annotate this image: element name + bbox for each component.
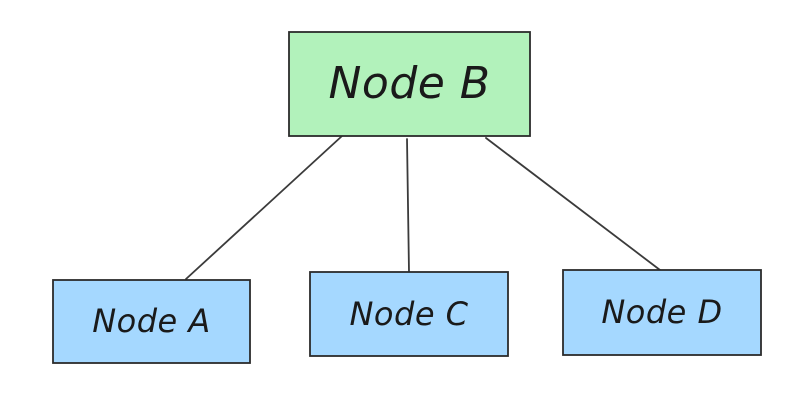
edge-b-a — [185, 135, 343, 280]
edge-b-c — [406, 138, 410, 273]
node-b-box — [288, 31, 531, 137]
node-c-label: Node C — [349, 295, 468, 333]
node-b[interactable]: Node B — [288, 31, 531, 137]
node-b-label: Node B — [328, 58, 490, 109]
node-a-box — [52, 279, 251, 364]
node-d-label: Node D — [601, 293, 722, 331]
node-d-box — [562, 269, 762, 356]
node-c[interactable]: Node C — [309, 271, 509, 357]
edge-b-d — [485, 137, 661, 271]
node-a-label: Node A — [92, 302, 211, 340]
node-d[interactable]: Node D — [562, 269, 762, 356]
node-c-box — [309, 271, 509, 357]
node-a[interactable]: Node A — [52, 279, 251, 364]
